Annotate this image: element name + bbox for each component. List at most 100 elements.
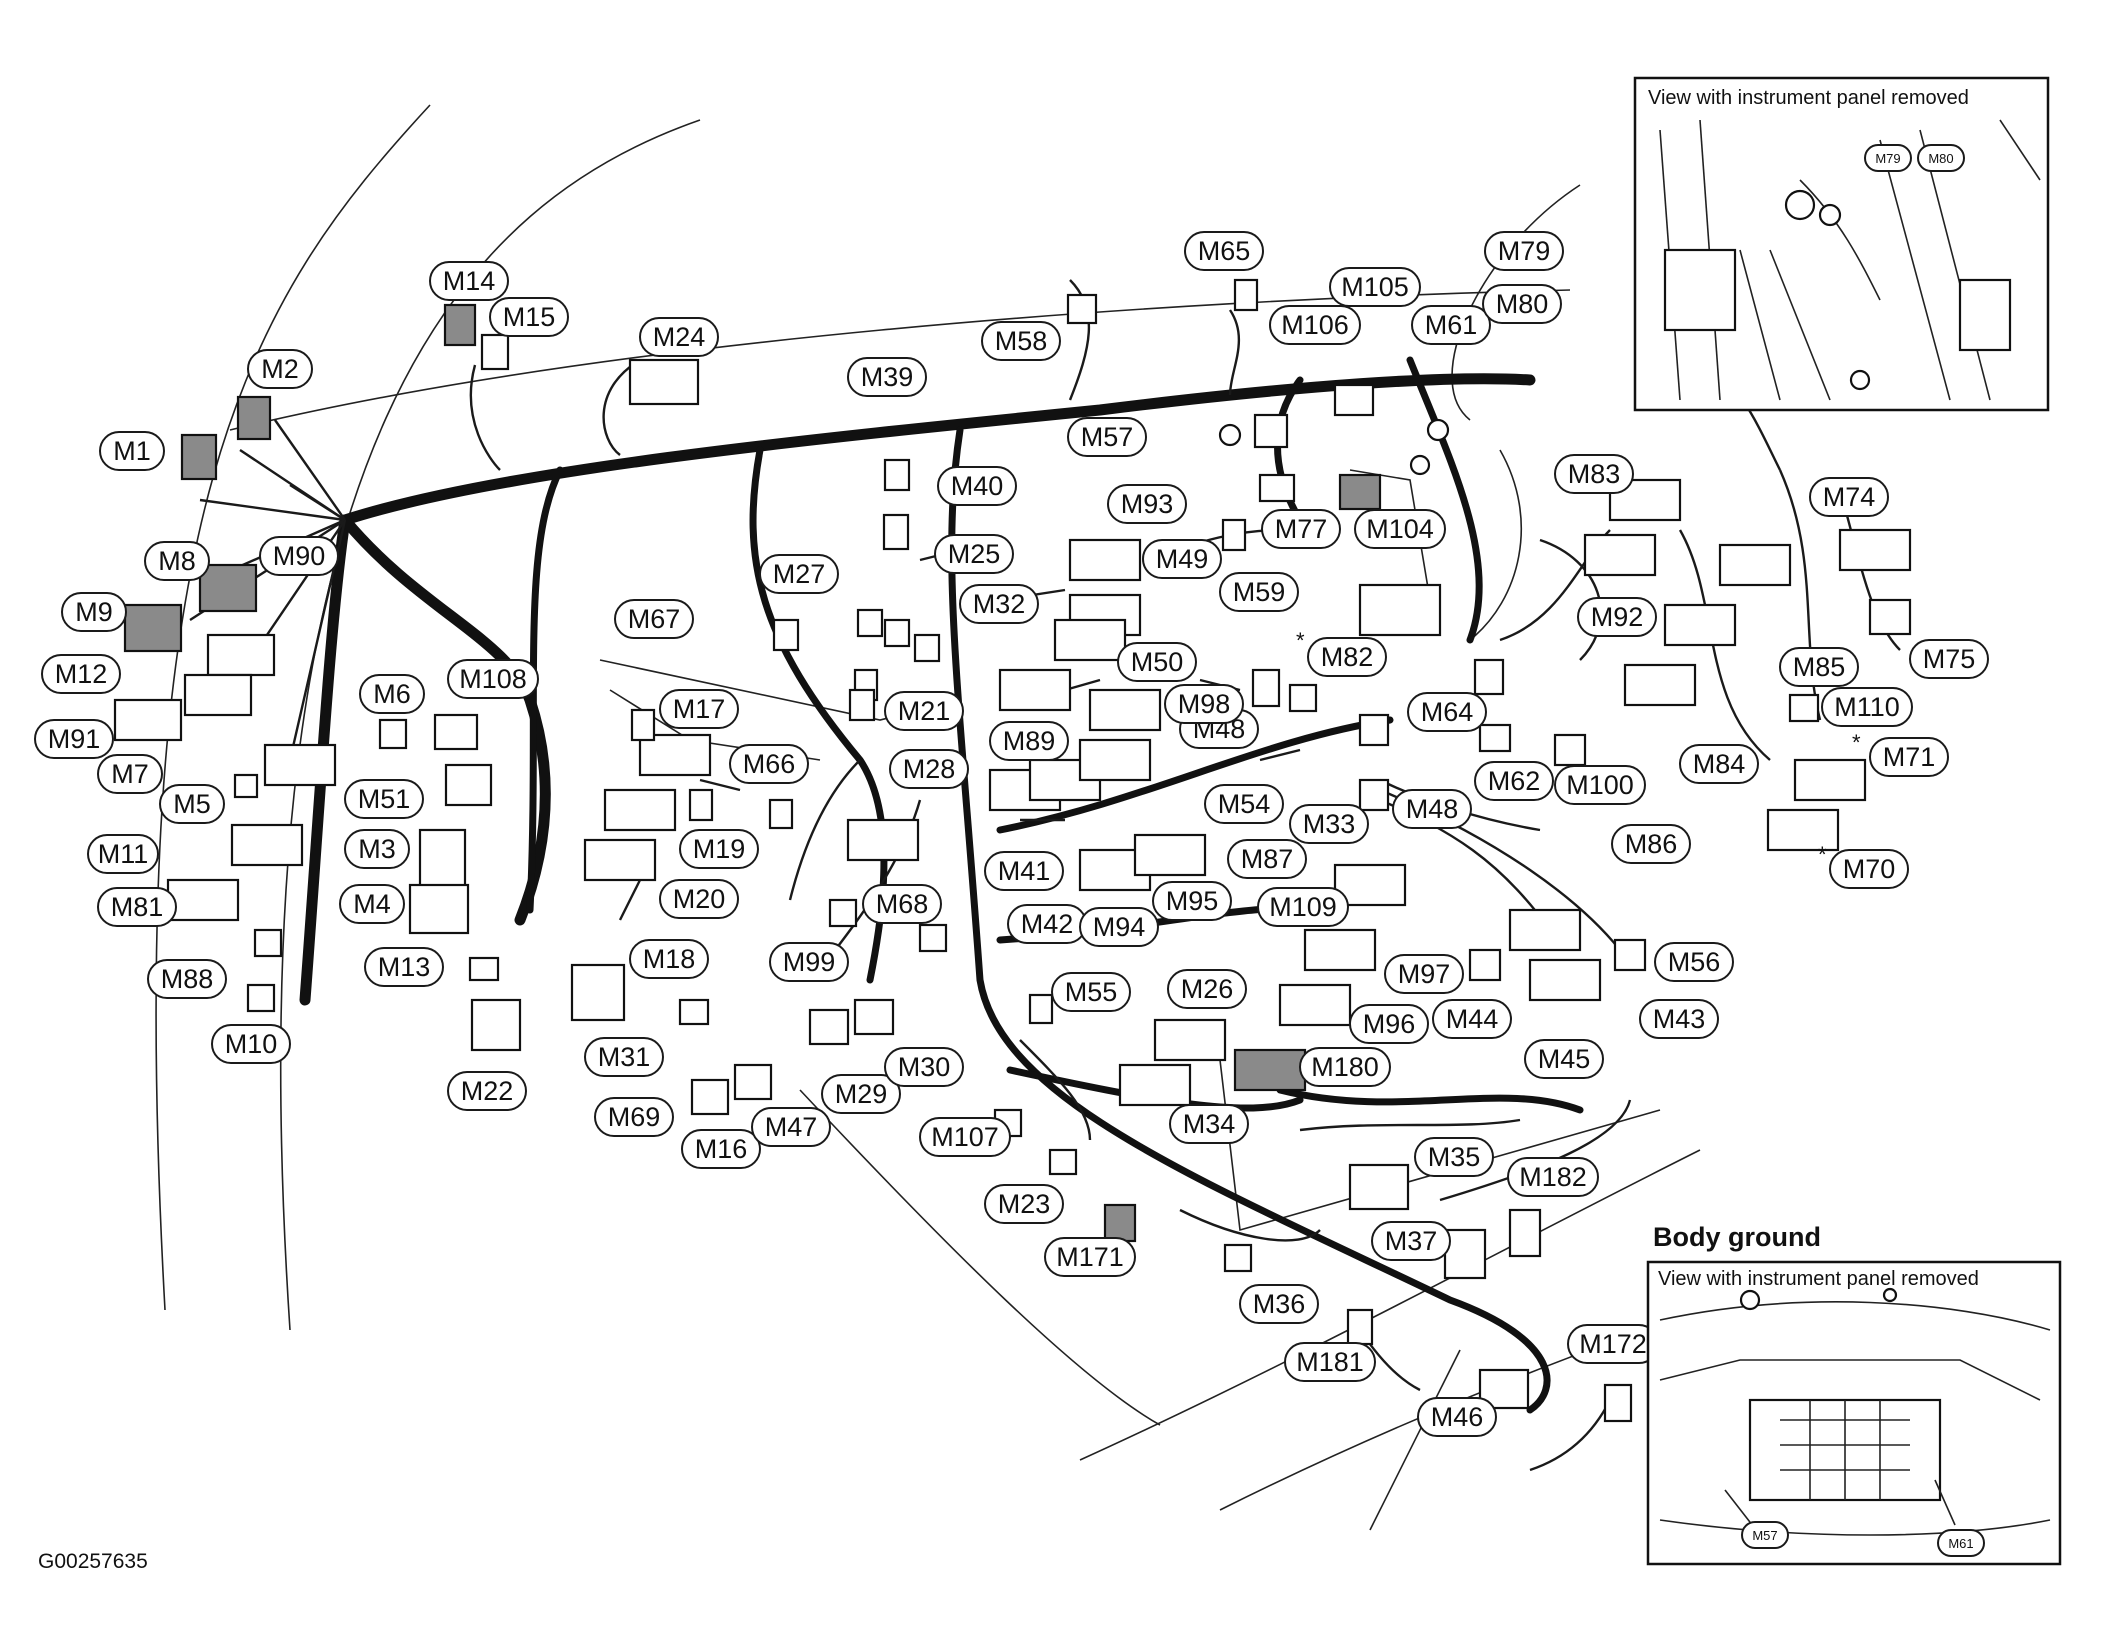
label-m28: M28	[889, 749, 969, 789]
label-m74: M74	[1809, 477, 1889, 517]
label-m84: M84	[1679, 744, 1759, 784]
label-text: M100	[1566, 770, 1634, 800]
label-text: M7	[111, 759, 149, 789]
label-m75: M75	[1909, 639, 1989, 679]
label-text: M12	[55, 659, 108, 689]
label-text: M8	[158, 546, 196, 576]
label-m45: M45	[1524, 1039, 1604, 1079]
label-m56: M56	[1654, 942, 1734, 982]
label-text: M96	[1363, 1009, 1416, 1039]
label-text: M59	[1233, 577, 1286, 607]
label-text: M51	[358, 784, 411, 814]
label-text: M15	[503, 302, 556, 332]
label-text: M27	[773, 559, 826, 589]
label-m24: M24	[639, 317, 719, 357]
label-m105: M105	[1329, 267, 1421, 307]
label-m90: M90	[259, 536, 339, 576]
label-text: M47	[765, 1112, 818, 1142]
label-m42: M42	[1007, 904, 1087, 944]
label-text: M171	[1056, 1242, 1124, 1272]
label-text: M40	[951, 471, 1004, 501]
label-m25: M25	[934, 534, 1014, 574]
label-text: M95	[1166, 886, 1219, 916]
connector-labels: M1 M2 M3 M4 M5 M6 M7 M8 M9 M10 M11 M12 M…	[34, 231, 1989, 1437]
label-m44: M44	[1432, 999, 1512, 1039]
label-m26: M26	[1167, 969, 1247, 1009]
label-m64: M64	[1407, 692, 1487, 732]
asterisk-markers: * * *	[1296, 628, 1861, 867]
label-text: M10	[225, 1029, 278, 1059]
label-m83: M83	[1554, 454, 1634, 494]
label-m46: M46	[1417, 1397, 1497, 1437]
label-text: M90	[273, 541, 326, 571]
label-m110: M110	[1821, 687, 1913, 727]
label-text: M64	[1421, 697, 1474, 727]
label-text: M71	[1883, 742, 1936, 772]
label-m172: M172	[1567, 1324, 1659, 1364]
label-m40: M40	[937, 466, 1017, 506]
label-m16: M16	[681, 1129, 761, 1169]
label-m34: M34	[1169, 1104, 1249, 1144]
label-text: *	[1818, 842, 1827, 867]
label-text: M56	[1668, 947, 1721, 977]
label-text: M62	[1488, 766, 1541, 796]
label-m99: M99	[769, 942, 849, 982]
label-m39: M39	[847, 357, 927, 397]
label-m67: M67	[614, 599, 694, 639]
label-m98: M98	[1164, 684, 1244, 724]
label-m48-lower: M48	[1392, 789, 1472, 829]
label-text: M30	[898, 1052, 951, 1082]
label-text: M87	[1241, 844, 1294, 874]
label-text: M65	[1198, 236, 1251, 266]
label-text: M107	[931, 1122, 999, 1152]
label-m41: M41	[984, 851, 1064, 891]
label-m19: M19	[679, 829, 759, 869]
label-m106: M106	[1269, 305, 1361, 345]
label-text: M23	[998, 1189, 1051, 1219]
label-m97: M97	[1384, 954, 1464, 994]
label-text: M22	[461, 1076, 514, 1106]
label-m7: M7	[97, 754, 163, 794]
label-m68: M68	[862, 884, 942, 924]
label-text: M48	[1406, 794, 1459, 824]
label-m22: M22	[447, 1071, 527, 1111]
label-text: M3	[358, 834, 396, 864]
label-m1: M1	[99, 431, 165, 471]
label-m50: M50	[1117, 642, 1197, 682]
label-m30: M30	[884, 1047, 964, 1087]
label-m65: M65	[1184, 231, 1264, 271]
label-text: M50	[1131, 647, 1184, 677]
label-m49: M49	[1142, 539, 1222, 579]
label-text: M1	[113, 436, 151, 466]
label-m14: M14	[429, 261, 509, 301]
label-text: M67	[628, 604, 681, 634]
label-text: M21	[898, 696, 951, 726]
label-text: M42	[1021, 909, 1074, 939]
label-m3: M3	[344, 829, 410, 869]
label-text: M80	[1928, 151, 1953, 166]
label-m8: M8	[144, 541, 210, 581]
label-m6: M6	[359, 674, 425, 714]
label-text: M35	[1428, 1142, 1481, 1172]
label-text: *	[1296, 628, 1305, 653]
label-m20: M20	[659, 879, 739, 919]
label-text: M180	[1311, 1052, 1379, 1082]
label-m32: M32	[959, 584, 1039, 624]
label-m80: M80	[1482, 284, 1562, 324]
label-text: M13	[378, 952, 431, 982]
label-text: M77	[1275, 514, 1328, 544]
label-text: M89	[1003, 726, 1056, 756]
label-text: M41	[998, 856, 1051, 886]
label-text: M16	[695, 1134, 748, 1164]
label-m96: M96	[1349, 1004, 1429, 1044]
label-text: M105	[1341, 272, 1409, 302]
label-m171: M171	[1044, 1237, 1136, 1277]
label-text: M83	[1568, 459, 1621, 489]
label-text: M45	[1538, 1044, 1591, 1074]
top-inset-label-m79: M79	[1864, 144, 1912, 172]
body-ground-label-m61: M61	[1937, 1529, 1985, 1557]
label-m92: M92	[1577, 597, 1657, 637]
label-text: M19	[693, 834, 746, 864]
label-m66: M66	[729, 744, 809, 784]
label-m55: M55	[1051, 972, 1131, 1012]
